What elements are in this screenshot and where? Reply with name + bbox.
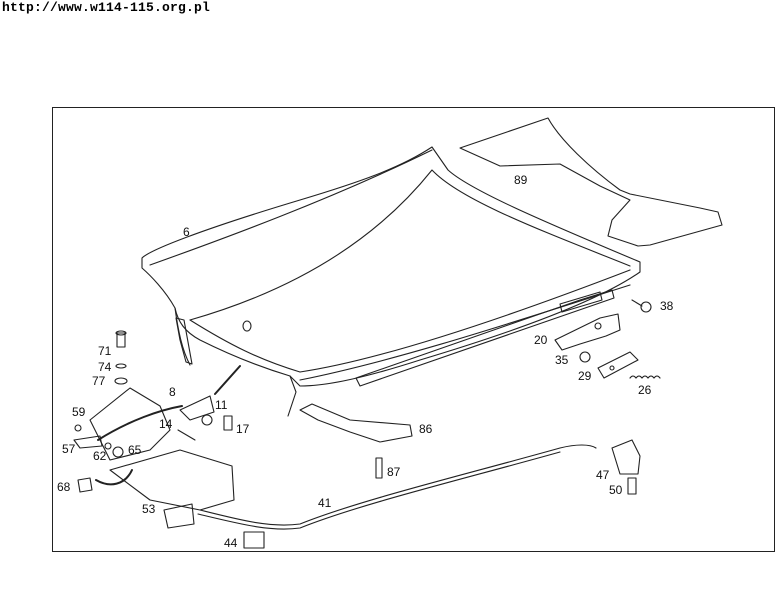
latch-assembly [375,439,641,495]
insulation-mat [459,117,723,247]
hinge-assembly-right [554,299,661,379]
callout-57: 57 [62,442,76,456]
callout-11: 11 [215,398,228,412]
callout-62: 62 [93,449,107,463]
callout-8: 8 [169,385,176,399]
callout-74: 74 [98,360,112,374]
callout-47: 47 [596,468,610,482]
callout-86: 86 [419,422,433,436]
callout-20: 20 [534,333,548,347]
callout-14: 14 [159,417,173,431]
callout-68: 68 [57,480,71,494]
hinge-assembly-left [73,330,265,549]
release-cable [197,444,597,530]
callout-6: 6 [183,225,190,239]
callout-77: 77 [92,374,106,388]
callout-87: 87 [387,465,401,479]
callout-38: 38 [660,299,674,313]
callout-71: 71 [98,344,112,358]
callout-50: 50 [609,483,623,497]
hood-panel [141,146,641,417]
callout-59: 59 [72,405,86,419]
bracket-86 [299,403,413,443]
assembly-arrows [95,365,241,486]
callout-41: 41 [318,496,332,510]
callout-44: 44 [224,536,238,550]
callout-29: 29 [578,369,592,383]
callout-17: 17 [236,422,250,436]
callout-35: 35 [555,353,569,367]
callout-65: 65 [128,443,142,457]
source-url: http://www.w114-115.org.pl [2,0,211,15]
callout-89: 89 [514,173,528,187]
callout-53: 53 [142,502,156,516]
callout-26: 26 [638,383,652,397]
